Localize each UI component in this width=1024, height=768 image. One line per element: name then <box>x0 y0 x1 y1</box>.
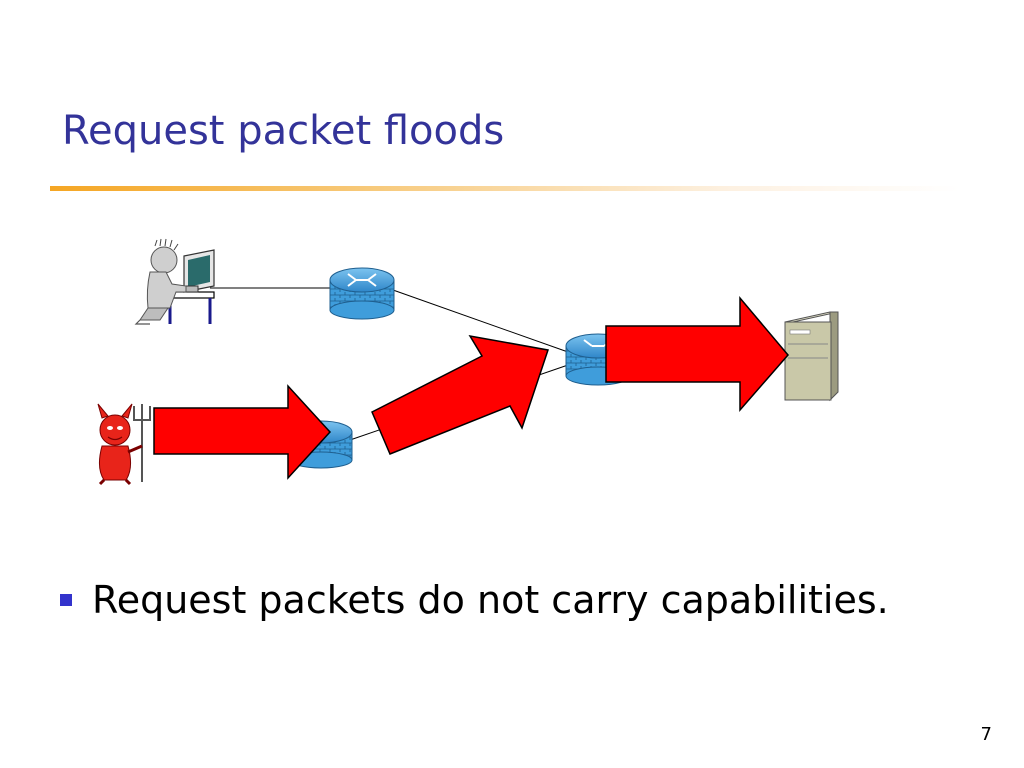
flood-arrow-router-to-center <box>371 334 549 455</box>
flood-arrows <box>153 295 789 480</box>
title-divider <box>50 186 960 191</box>
router-top-icon <box>329 267 395 320</box>
page-title: Request packet floods <box>62 108 505 154</box>
page-number: 7 <box>980 724 992 745</box>
bullet-text: Request packets do not carry capabilitie… <box>92 578 889 622</box>
bullet-item: Request packets do not carry capabilitie… <box>60 578 889 622</box>
network-diagram <box>97 238 839 486</box>
link-router-top-center <box>392 289 569 353</box>
attacker-devil-icon <box>97 403 151 486</box>
user-at-computer-icon <box>134 238 215 325</box>
flood-arrow-center-to-server <box>605 295 789 412</box>
bullet-square-icon <box>60 594 72 606</box>
flood-arrow-attacker-to-router <box>153 384 332 480</box>
server-tower-icon <box>784 311 839 402</box>
